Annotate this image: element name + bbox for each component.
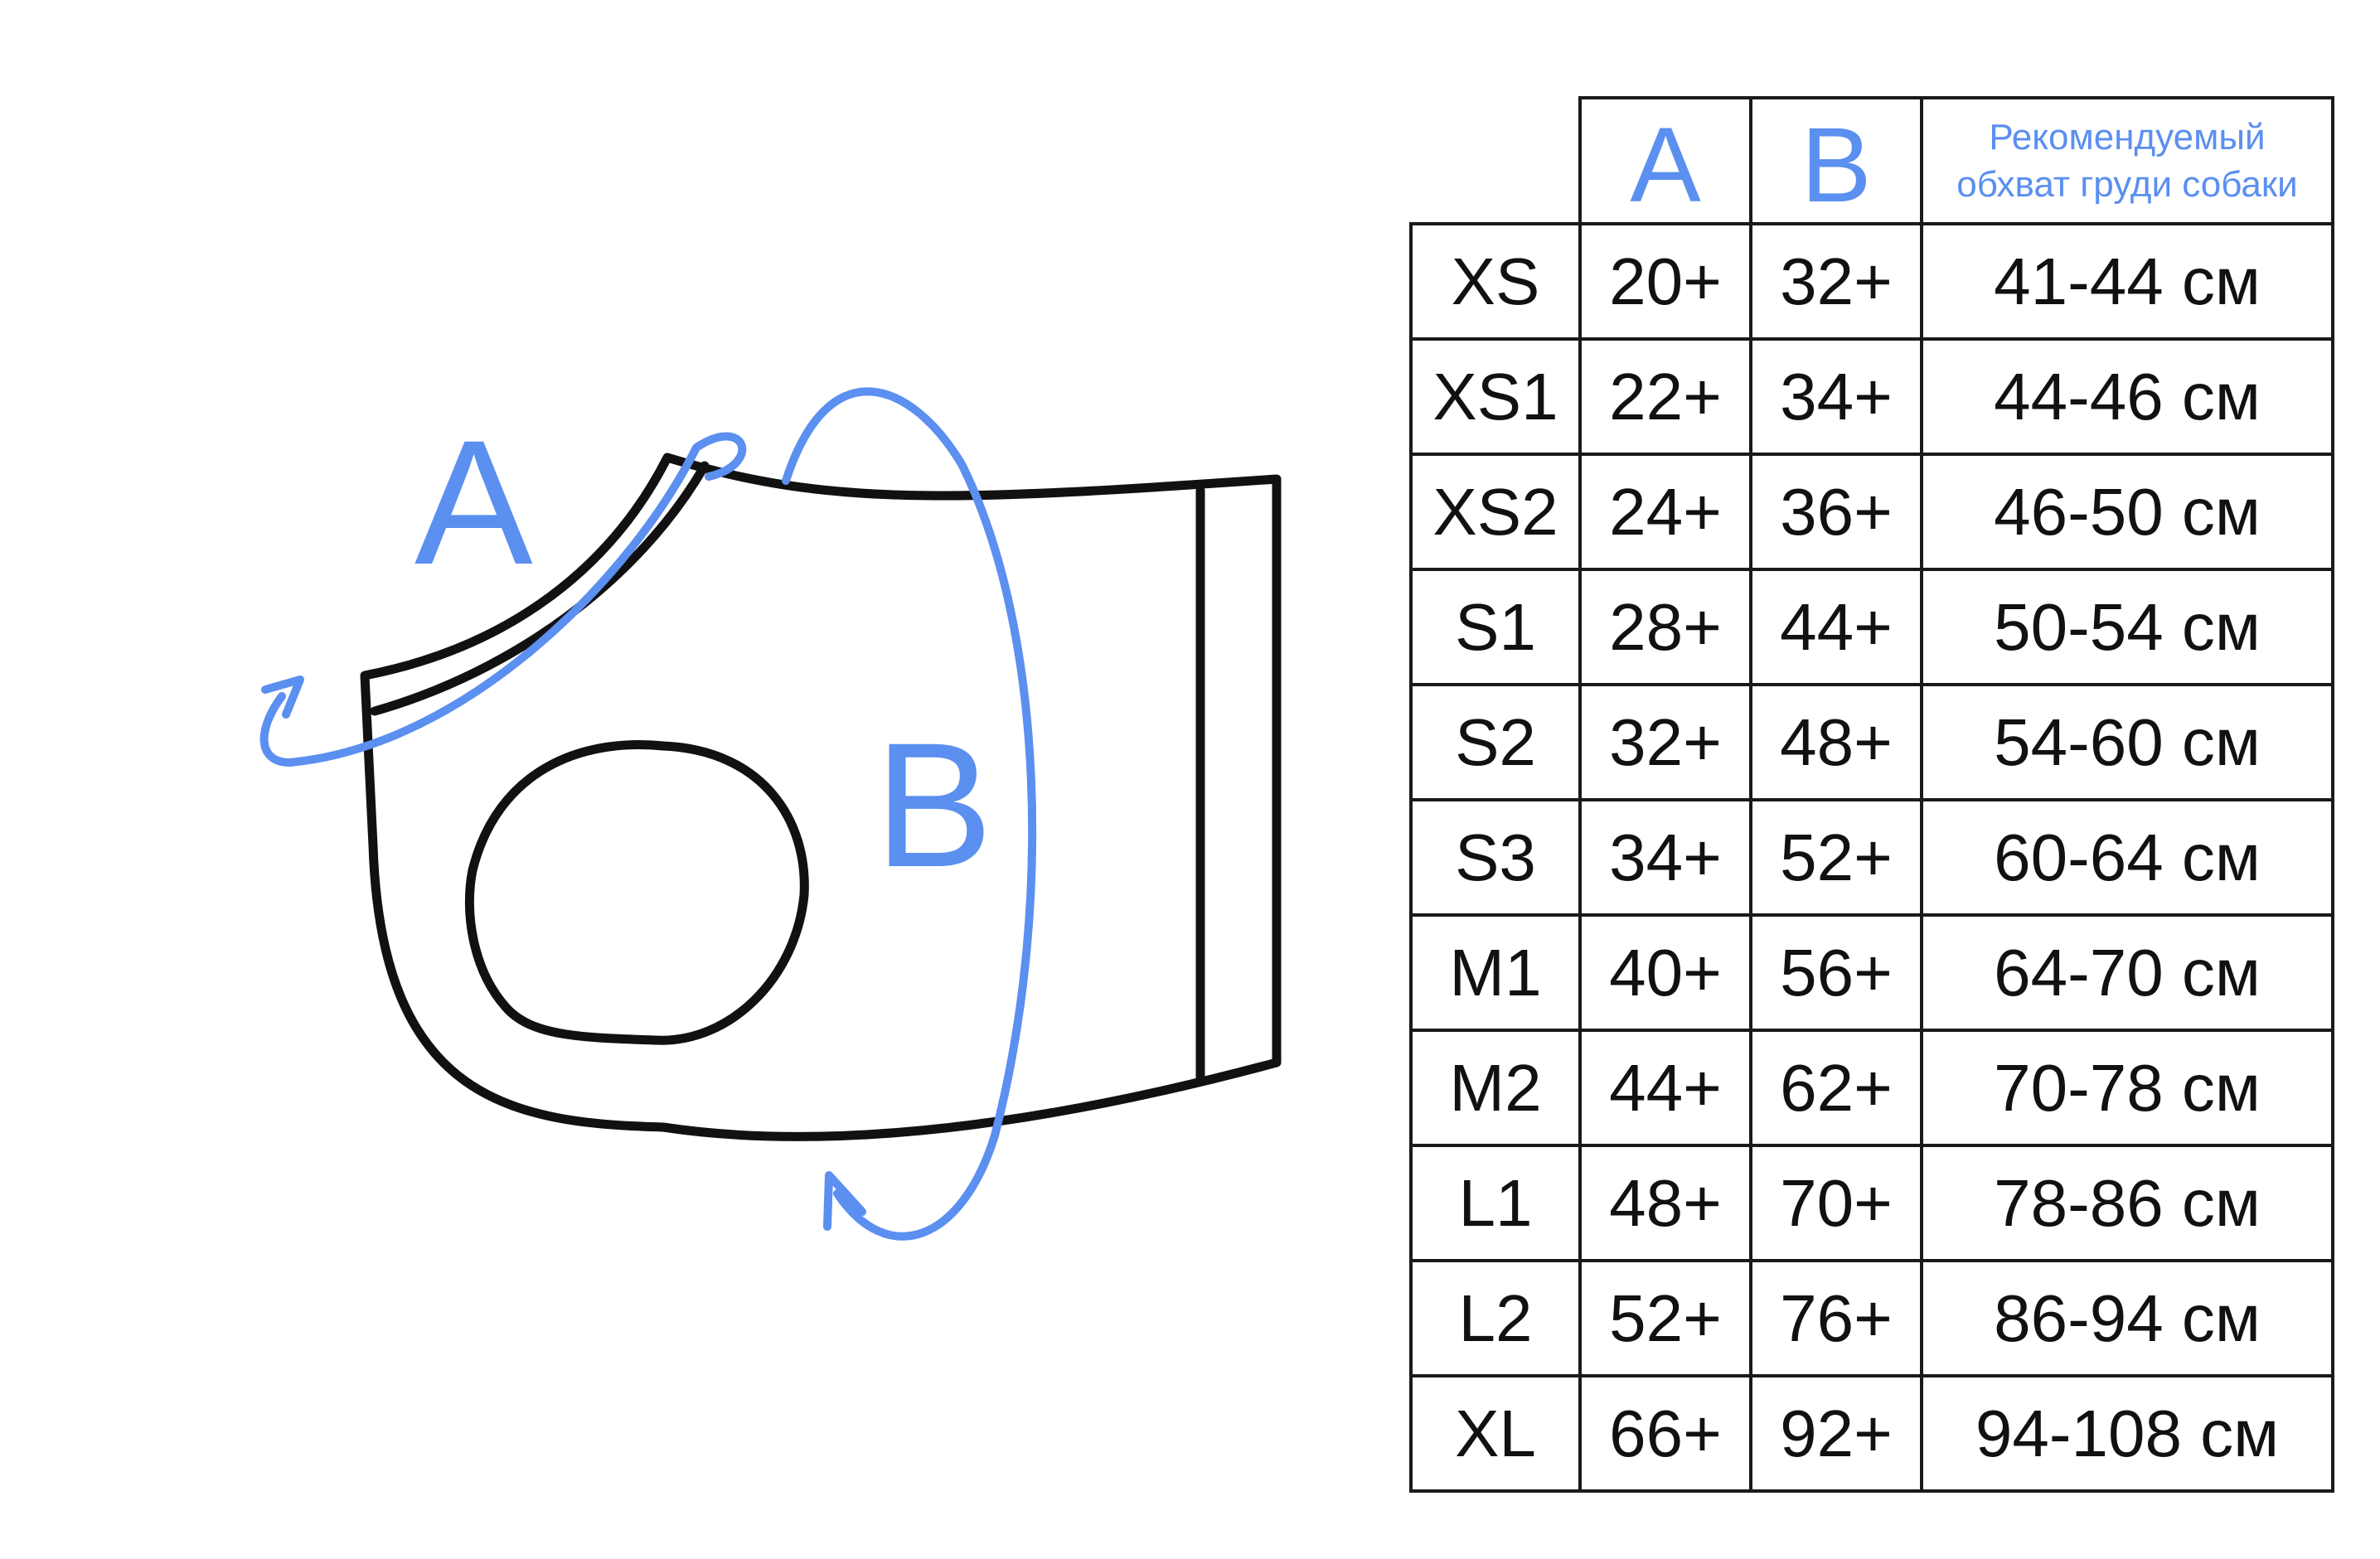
garment-outline: [360, 453, 1282, 1141]
b-cell: 56+: [1749, 913, 1923, 1032]
table-row: XS1 22+ 34+ 44-46 см: [1409, 337, 2334, 456]
measurement-arrows: [259, 387, 1037, 1241]
chest-cell: 64-70 см: [1920, 913, 2334, 1032]
chest-measurement-arrow: [782, 387, 1037, 1241]
header-chest: Рекомендуемый обхват груди собаки: [1920, 96, 2334, 225]
b-cell: 92+: [1749, 1374, 1923, 1493]
a-cell: 32+: [1578, 683, 1752, 801]
b-cell: 36+: [1749, 453, 1923, 571]
header-b: B: [1749, 96, 1923, 225]
a-cell: 52+: [1578, 1259, 1752, 1377]
table-row: XS 20+ 32+ 41-44 см: [1409, 222, 2334, 341]
a-cell: 34+: [1578, 798, 1752, 917]
harness-diagram: A B: [259, 387, 1282, 1241]
size-cell: XS: [1409, 222, 1582, 341]
a-cell: 40+: [1578, 913, 1752, 1032]
size-cell: S2: [1409, 683, 1582, 801]
chest-cell: 46-50 см: [1920, 453, 2334, 571]
chest-cell: 94-108 см: [1920, 1374, 2334, 1493]
size-cell: XS1: [1409, 337, 1582, 456]
chest-cell: 86-94 см: [1920, 1259, 2334, 1377]
b-cell: 62+: [1749, 1029, 1923, 1147]
a-cell: 22+: [1578, 337, 1752, 456]
table-header-row: A B Рекомендуемый обхват груди собаки: [1411, 96, 2334, 225]
table-row: S2 32+ 48+ 54-60 см: [1409, 683, 2334, 801]
table-row: S1 28+ 44+ 50-54 см: [1409, 568, 2334, 686]
b-cell: 44+: [1749, 568, 1923, 686]
size-cell: S3: [1409, 798, 1582, 917]
a-cell: 66+: [1578, 1374, 1752, 1493]
chest-cell: 78-86 см: [1920, 1144, 2334, 1262]
table-row: XL 66+ 92+ 94-108 см: [1409, 1374, 2334, 1493]
table-row: L2 52+ 76+ 86-94 см: [1409, 1259, 2334, 1377]
chest-cell: 44-46 см: [1920, 337, 2334, 456]
header-size: [1411, 98, 1582, 225]
table-row: M1 40+ 56+ 64-70 см: [1409, 913, 2334, 1032]
chest-cell: 50-54 см: [1920, 568, 2334, 686]
neck-measurement-arrow: [259, 432, 747, 767]
table-row: XS2 24+ 36+ 46-50 см: [1409, 453, 2334, 571]
size-cell: XS2: [1409, 453, 1582, 571]
table-row: M2 44+ 62+ 70-78 см: [1409, 1029, 2334, 1147]
a-cell: 28+: [1578, 568, 1752, 686]
chest-cell: 54-60 см: [1920, 683, 2334, 801]
size-cell: L1: [1409, 1144, 1582, 1262]
a-cell: 48+: [1578, 1144, 1752, 1262]
table-row: L1 48+ 70+ 78-86 см: [1409, 1144, 2334, 1262]
header-a: A: [1578, 96, 1752, 225]
chest-label: B: [875, 706, 993, 904]
chest-arrowhead: [823, 1171, 866, 1231]
b-cell: 76+: [1749, 1259, 1923, 1377]
size-cell: M2: [1409, 1029, 1582, 1147]
size-cell: XL: [1409, 1374, 1582, 1493]
size-cell: L2: [1409, 1259, 1582, 1377]
neck-arrowhead: [261, 675, 304, 719]
header-chest-line1: Рекомендуемый: [1989, 116, 2266, 157]
size-cell: S1: [1409, 568, 1582, 686]
size-cell: M1: [1409, 913, 1582, 1032]
b-cell: 70+: [1749, 1144, 1923, 1262]
b-cell: 34+: [1749, 337, 1923, 456]
b-cell: 32+: [1749, 222, 1923, 341]
chest-cell: 41-44 см: [1920, 222, 2334, 341]
size-table: A B Рекомендуемый обхват груди собаки XS …: [1409, 96, 2334, 1493]
a-cell: 44+: [1578, 1029, 1752, 1147]
a-cell: 24+: [1578, 453, 1752, 571]
table-row: S3 34+ 52+ 60-64 см: [1409, 798, 2334, 917]
a-cell: 20+: [1578, 222, 1752, 341]
chest-cell: 60-64 см: [1920, 798, 2334, 917]
b-cell: 52+: [1749, 798, 1923, 917]
b-cell: 48+: [1749, 683, 1923, 801]
neck-label: A: [414, 404, 533, 602]
chest-cell: 70-78 см: [1920, 1029, 2334, 1147]
header-chest-line2: обхват груди собаки: [1956, 164, 2298, 205]
